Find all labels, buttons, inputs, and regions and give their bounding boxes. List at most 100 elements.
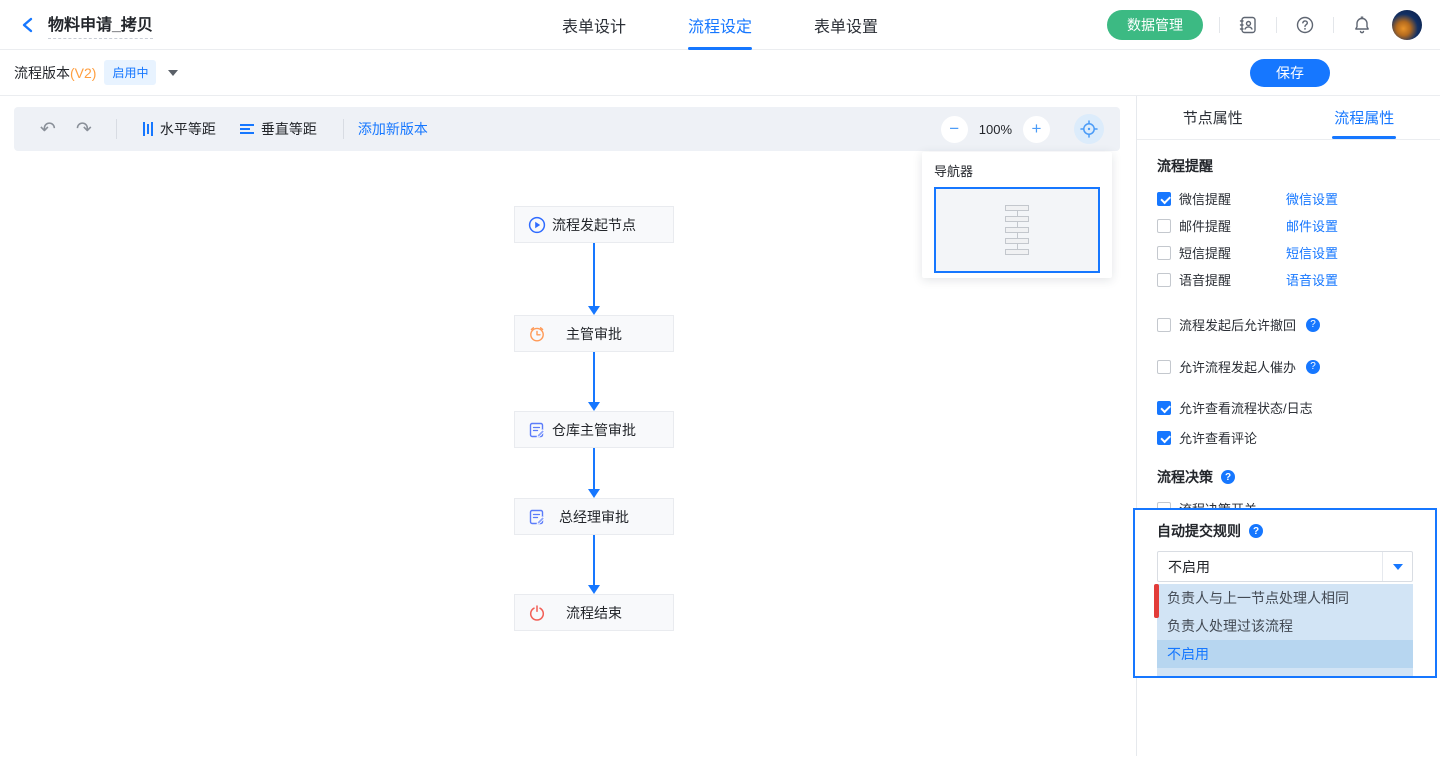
notification-bell-icon[interactable]	[1350, 13, 1374, 37]
power-icon	[528, 604, 546, 622]
flow-connector	[586, 352, 602, 411]
tab-form-design[interactable]: 表单设计	[562, 0, 626, 50]
flow-connector	[586, 535, 602, 594]
email-reminder-checkbox[interactable]	[1157, 219, 1171, 233]
flow-reminder-title: 流程提醒	[1157, 156, 1420, 176]
vertical-spacing-icon	[240, 124, 254, 134]
flow-connector	[586, 243, 602, 315]
auto-submit-selected-value: 不启用	[1158, 557, 1210, 577]
navigator-minimap[interactable]	[934, 187, 1100, 273]
flow-decision-title-text: 流程决策	[1157, 467, 1213, 487]
undo-icon[interactable]: ↶	[30, 120, 66, 139]
user-avatar[interactable]	[1392, 10, 1422, 40]
auto-submit-dropdown: 负责人与上一节点处理人相同 负责人处理过该流程 不启用	[1157, 584, 1413, 676]
divider	[1333, 17, 1334, 33]
status-badge: 启用中	[104, 60, 156, 85]
redo-icon[interactable]: ↷	[66, 120, 102, 139]
flow-node-warehouse-approval[interactable]: 仓库主管审批	[514, 411, 674, 448]
vertical-spacing-button[interactable]: 垂直等距	[240, 119, 317, 139]
main-tabs: 表单设计 流程设定 表单设置	[562, 0, 878, 50]
voice-reminder-label: 语音提醒	[1179, 270, 1286, 289]
view-comments-label: 允许查看评论	[1179, 428, 1257, 447]
tab-flow-properties[interactable]: 流程属性	[1289, 96, 1440, 139]
horizontal-spacing-button[interactable]: 水平等距	[143, 119, 216, 139]
flow-node-label: 主管审批	[566, 324, 622, 344]
view-status-label: 允许查看流程状态/日志	[1179, 398, 1313, 417]
divider	[116, 119, 117, 139]
zoom-in-button[interactable]: +	[1023, 116, 1050, 143]
flow-canvas[interactable]: ↶ ↷ 水平等距 垂直等距 添加新版本 − 100% +	[0, 96, 1136, 756]
divider	[1276, 17, 1277, 33]
auto-submit-title: 自动提交规则 ?	[1157, 521, 1413, 541]
save-button[interactable]: 保存	[1250, 59, 1330, 87]
locate-button[interactable]	[1074, 114, 1104, 144]
main-area: ↶ ↷ 水平等距 垂直等距 添加新版本 − 100% +	[0, 96, 1440, 756]
flow-node-gm-approval[interactable]: 总经理审批	[514, 498, 674, 535]
back-button[interactable]	[18, 15, 38, 35]
help-icon[interactable]: ?	[1306, 360, 1320, 374]
tab-node-properties[interactable]: 节点属性	[1137, 96, 1289, 139]
flow-node-label: 流程发起节点	[552, 215, 636, 235]
wechat-settings-link[interactable]: 微信设置	[1286, 189, 1338, 208]
sms-reminder-checkbox[interactable]	[1157, 246, 1171, 260]
chevron-down-icon	[1393, 564, 1403, 570]
allow-urge-label: 允许流程发起人催办	[1179, 357, 1296, 376]
play-icon	[528, 216, 546, 234]
zoom-level: 100%	[979, 122, 1012, 137]
page-title[interactable]: 物料申请_拷贝	[48, 11, 153, 39]
flow-node-start[interactable]: 流程发起节点	[514, 206, 674, 243]
flow-node-label: 总经理审批	[559, 507, 629, 527]
flow-node-label: 仓库主管审批	[552, 420, 636, 440]
auto-submit-select[interactable]: 不启用	[1157, 551, 1413, 582]
sms-reminder-label: 短信提醒	[1179, 243, 1286, 262]
voice-reminder-checkbox[interactable]	[1157, 273, 1171, 287]
flow-node-end[interactable]: 流程结束	[514, 594, 674, 631]
tab-form-settings[interactable]: 表单设置	[814, 0, 878, 50]
email-settings-link[interactable]: 邮件设置	[1286, 216, 1338, 235]
navigator-panel: 导航器	[922, 152, 1112, 278]
data-manage-button[interactable]: 数据管理	[1107, 10, 1203, 40]
zoom-out-button[interactable]: −	[941, 116, 968, 143]
option-view-status: 允许查看流程状态/日志	[1157, 398, 1420, 417]
view-comments-checkbox[interactable]	[1157, 431, 1171, 445]
vertical-spacing-label: 垂直等距	[261, 119, 317, 139]
doc-edit-icon	[528, 421, 546, 439]
flow-node-supervisor-approval[interactable]: 主管审批	[514, 315, 674, 352]
header-right: 数据管理	[1107, 10, 1440, 40]
divider	[343, 119, 344, 139]
contacts-icon[interactable]	[1236, 13, 1260, 37]
dropdown-option-same-handler[interactable]: 负责人与上一节点处理人相同	[1157, 584, 1413, 612]
version-bar: 流程版本(V2) 启用中 保存	[0, 50, 1440, 96]
help-icon[interactable]: ?	[1306, 318, 1320, 332]
select-caret-area[interactable]	[1382, 552, 1412, 581]
canvas-toolbar: ↶ ↷ 水平等距 垂直等距 添加新版本 − 100% +	[14, 107, 1120, 151]
flow-connector	[586, 448, 602, 498]
tab-flow-setting[interactable]: 流程设定	[688, 0, 752, 50]
voice-settings-link[interactable]: 语音设置	[1286, 270, 1338, 289]
allow-withdraw-checkbox[interactable]	[1157, 318, 1171, 332]
help-icon[interactable]: ?	[1221, 470, 1235, 484]
properties-tabs: 节点属性 流程属性	[1137, 96, 1440, 140]
flow-node-label: 流程结束	[566, 603, 622, 623]
flow-decision-title: 流程决策 ?	[1157, 467, 1420, 487]
version-dropdown-caret-icon[interactable]	[168, 70, 178, 76]
option-allow-urge: 允许流程发起人催办 ?	[1157, 357, 1420, 376]
wechat-reminder-label: 微信提醒	[1179, 189, 1286, 208]
sms-settings-link[interactable]: 短信设置	[1286, 243, 1338, 262]
divider	[1219, 17, 1220, 33]
version-number: (V2)	[70, 65, 96, 81]
doc-edit-icon	[528, 508, 546, 526]
app-header: 物料申请_拷贝 表单设计 流程设定 表单设置 数据管理	[0, 0, 1440, 50]
view-status-checkbox[interactable]	[1157, 401, 1171, 415]
horizontal-spacing-icon	[143, 122, 153, 136]
help-icon[interactable]	[1293, 13, 1317, 37]
allow-urge-checkbox[interactable]	[1157, 360, 1171, 374]
dropdown-option-handled-before[interactable]: 负责人处理过该流程	[1157, 612, 1413, 640]
wechat-reminder-checkbox[interactable]	[1157, 192, 1171, 206]
add-version-link[interactable]: 添加新版本	[358, 119, 428, 139]
help-icon[interactable]: ?	[1249, 524, 1263, 538]
auto-submit-section: 自动提交规则 ? 不启用 负责人与上一节点处理人相同 负责人处理过该流程 不启用	[1133, 508, 1437, 678]
dropdown-option-disabled[interactable]: 不启用	[1157, 640, 1413, 668]
reminder-rows: 微信提醒 微信设置 邮件提醒 邮件设置 短信提醒 短信设置 语音提醒 语音设置	[1157, 185, 1420, 293]
alarm-clock-icon	[528, 325, 546, 343]
